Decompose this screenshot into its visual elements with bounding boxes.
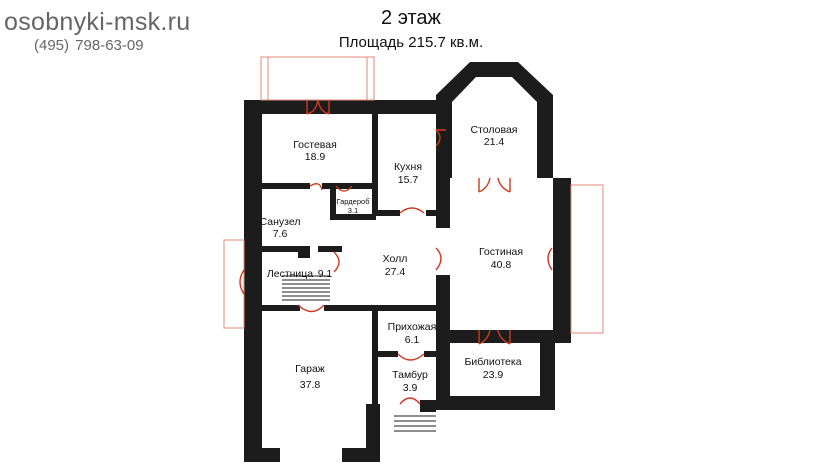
- room-hall-name: Холл: [383, 253, 408, 265]
- room-stairs-area: 9.1: [318, 268, 333, 280]
- floor-title: 2 этаж: [381, 7, 441, 29]
- room-library-name: Библиотека: [464, 356, 521, 368]
- phone-number: (495) 798-63-09: [34, 37, 144, 54]
- room-garage-name: Гараж: [295, 363, 325, 375]
- site-name: osobnyki-msk.ru: [4, 8, 191, 36]
- room-kitchen-area: 15.7: [398, 174, 419, 186]
- room-wardrobe-area: 3.1: [348, 206, 358, 215]
- room-living-area: 40.8: [491, 259, 512, 271]
- room-dining-name: Столовая: [471, 124, 518, 136]
- room-hall-area: 27.4: [385, 266, 406, 278]
- room-dining-area: 21.4: [484, 136, 505, 148]
- room-garage-area: 37.8: [300, 379, 321, 391]
- room-guest-area: 18.9: [305, 151, 326, 163]
- room-kitchen-name: Кухня: [394, 161, 422, 173]
- room-vestibule-name: Тамбур: [392, 369, 428, 381]
- stair-steps: [282, 275, 436, 432]
- room-labels: Гостевая 18.9 Кухня 15.7 Столовая 21.4 Г…: [260, 124, 523, 394]
- walls: [244, 62, 571, 462]
- room-vestibule-area: 3.9: [403, 382, 418, 394]
- floor-area: Площадь 215.7 кв.м.: [338, 34, 484, 51]
- room-wardrobe-name: Гардероб: [337, 197, 370, 206]
- room-entry-area: 6.1: [405, 334, 420, 346]
- room-bathroom-name: Санузел: [260, 216, 301, 228]
- doors: [239, 99, 553, 405]
- room-library-area: 23.9: [483, 369, 504, 381]
- room-living-name: Гостиная: [479, 246, 523, 258]
- room-stairs-name: Лестница: [267, 268, 313, 280]
- room-guest-name: Гостевая: [293, 139, 337, 151]
- room-bathroom-area: 7.6: [273, 228, 288, 240]
- room-entry-name: Прихожая: [388, 321, 437, 333]
